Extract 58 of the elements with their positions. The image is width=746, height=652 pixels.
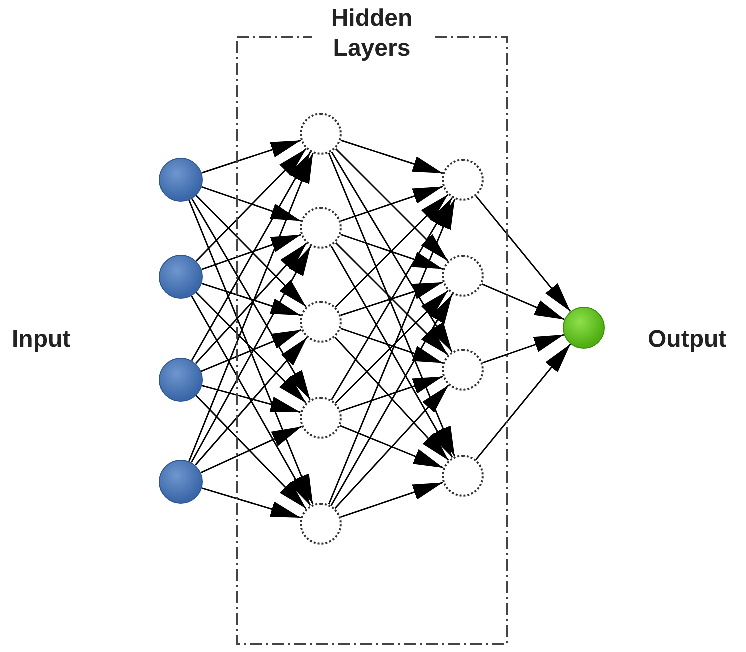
hidden-neuron bbox=[300, 397, 342, 439]
hidden-neuron bbox=[300, 207, 342, 249]
arrow bbox=[340, 140, 444, 174]
arrow bbox=[192, 198, 312, 400]
arrow bbox=[330, 246, 454, 458]
arrow bbox=[328, 153, 456, 457]
input-neuron bbox=[159, 460, 203, 504]
arrow bbox=[331, 198, 453, 400]
arrow bbox=[482, 334, 564, 364]
arrow bbox=[196, 292, 307, 404]
arrow bbox=[200, 426, 302, 474]
hidden-neuron bbox=[442, 349, 484, 391]
hidden-neuron bbox=[442, 255, 484, 297]
arrow bbox=[196, 148, 307, 262]
arrow bbox=[331, 152, 453, 352]
arrow bbox=[190, 246, 312, 464]
arrow bbox=[340, 186, 444, 222]
arrow bbox=[202, 282, 302, 316]
hidden-neuron bbox=[300, 301, 342, 343]
arrow bbox=[202, 140, 302, 174]
arrow bbox=[482, 284, 565, 320]
arrow bbox=[340, 328, 444, 364]
arrow bbox=[340, 234, 444, 270]
arrow bbox=[330, 294, 454, 506]
arrow bbox=[340, 376, 444, 412]
arrow bbox=[202, 186, 302, 222]
hidden-neuron bbox=[300, 113, 342, 155]
arrow bbox=[201, 329, 302, 372]
input-neuron bbox=[159, 158, 203, 202]
arrow bbox=[476, 196, 572, 312]
hidden-neuron bbox=[300, 503, 342, 545]
arrow bbox=[196, 195, 307, 308]
input-neuron bbox=[159, 255, 203, 299]
arrow bbox=[194, 337, 308, 466]
arrow bbox=[196, 395, 307, 510]
layer-label: Input bbox=[12, 326, 71, 354]
arrow bbox=[335, 290, 449, 404]
arrow bbox=[202, 234, 302, 270]
arrow bbox=[202, 385, 301, 414]
arrow bbox=[334, 384, 450, 510]
arrow bbox=[191, 152, 312, 362]
arrow bbox=[202, 488, 302, 519]
arrow bbox=[476, 344, 572, 460]
input-neuron bbox=[159, 358, 203, 402]
arrow bbox=[340, 425, 444, 469]
arrow bbox=[195, 242, 308, 364]
arrow bbox=[335, 148, 449, 262]
arrow bbox=[335, 242, 449, 356]
arrow bbox=[334, 336, 450, 462]
arrow bbox=[328, 199, 456, 505]
arrow bbox=[191, 296, 312, 506]
arrow bbox=[188, 153, 314, 462]
arrow bbox=[340, 482, 444, 518]
arrow bbox=[335, 194, 449, 308]
output-neuron bbox=[563, 307, 605, 349]
arrow bbox=[340, 282, 444, 316]
arrow bbox=[188, 200, 314, 505]
layer-label: Output bbox=[648, 326, 727, 354]
